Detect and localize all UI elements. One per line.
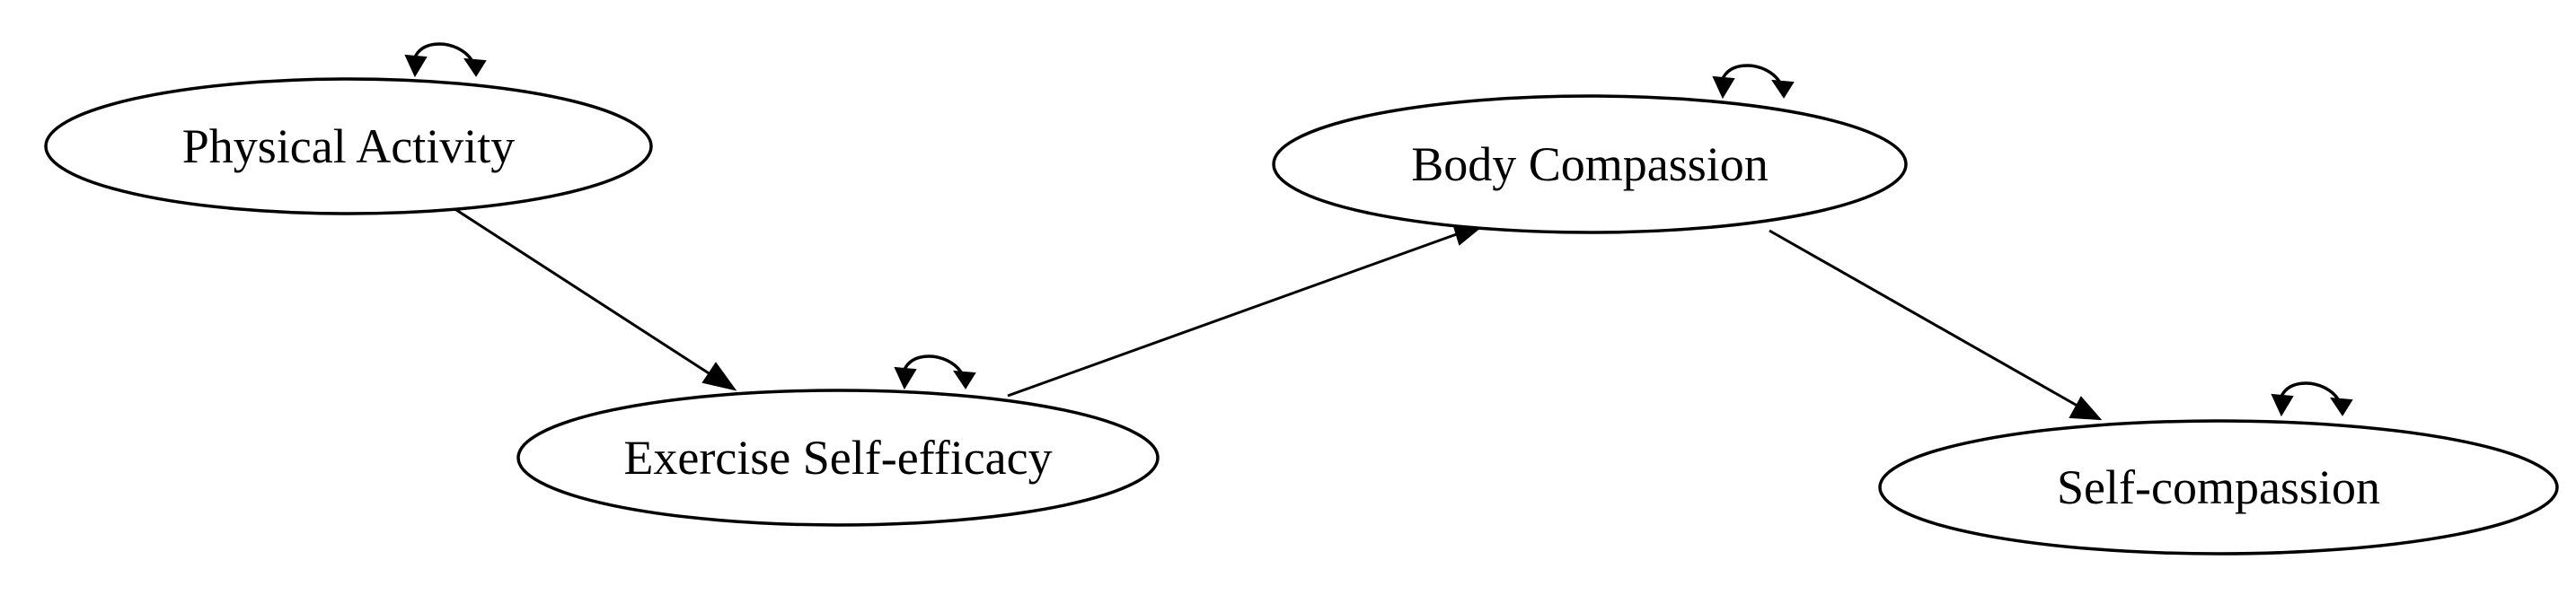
- node-label: Exercise Self-efficacy: [623, 431, 1052, 485]
- arrowhead-self-compassion: [2069, 396, 2103, 421]
- edge-exercise-self-efficacy-to-body-compassion: [1007, 230, 1465, 398]
- arrowhead-exercise-self-efficacy: [701, 362, 737, 391]
- self-loop-physical-activity: [404, 42, 487, 78]
- node-ellipse: [1878, 419, 2559, 556]
- edges: [453, 206, 2103, 421]
- node-body-compassion: Body Compassion: [1272, 94, 1908, 234]
- node-label: Body Compassion: [1411, 137, 1769, 191]
- node-label: Self-compassion: [2057, 460, 2380, 514]
- node-label: Physical Activity: [182, 119, 516, 173]
- self-loop-body-compassion: [1712, 64, 1795, 100]
- edge-body-compassion-to-self-compassion: [1769, 229, 2083, 410]
- node-physical-activity: Physical Activity: [44, 77, 653, 215]
- edge-physical-activity-to-exercise-self-efficacy: [453, 206, 719, 381]
- node-exercise-self-efficacy: Exercise Self-efficacy: [516, 389, 1160, 527]
- node-self-compassion: Self-compassion: [1878, 419, 2559, 556]
- self-loops: [404, 42, 2353, 417]
- node-ellipse: [516, 389, 1160, 527]
- self-loop-exercise-self-efficacy: [894, 354, 976, 390]
- node-ellipse: [1272, 94, 1908, 234]
- self-loop-self-compassion: [2271, 381, 2353, 417]
- node-ellipse: [44, 77, 653, 215]
